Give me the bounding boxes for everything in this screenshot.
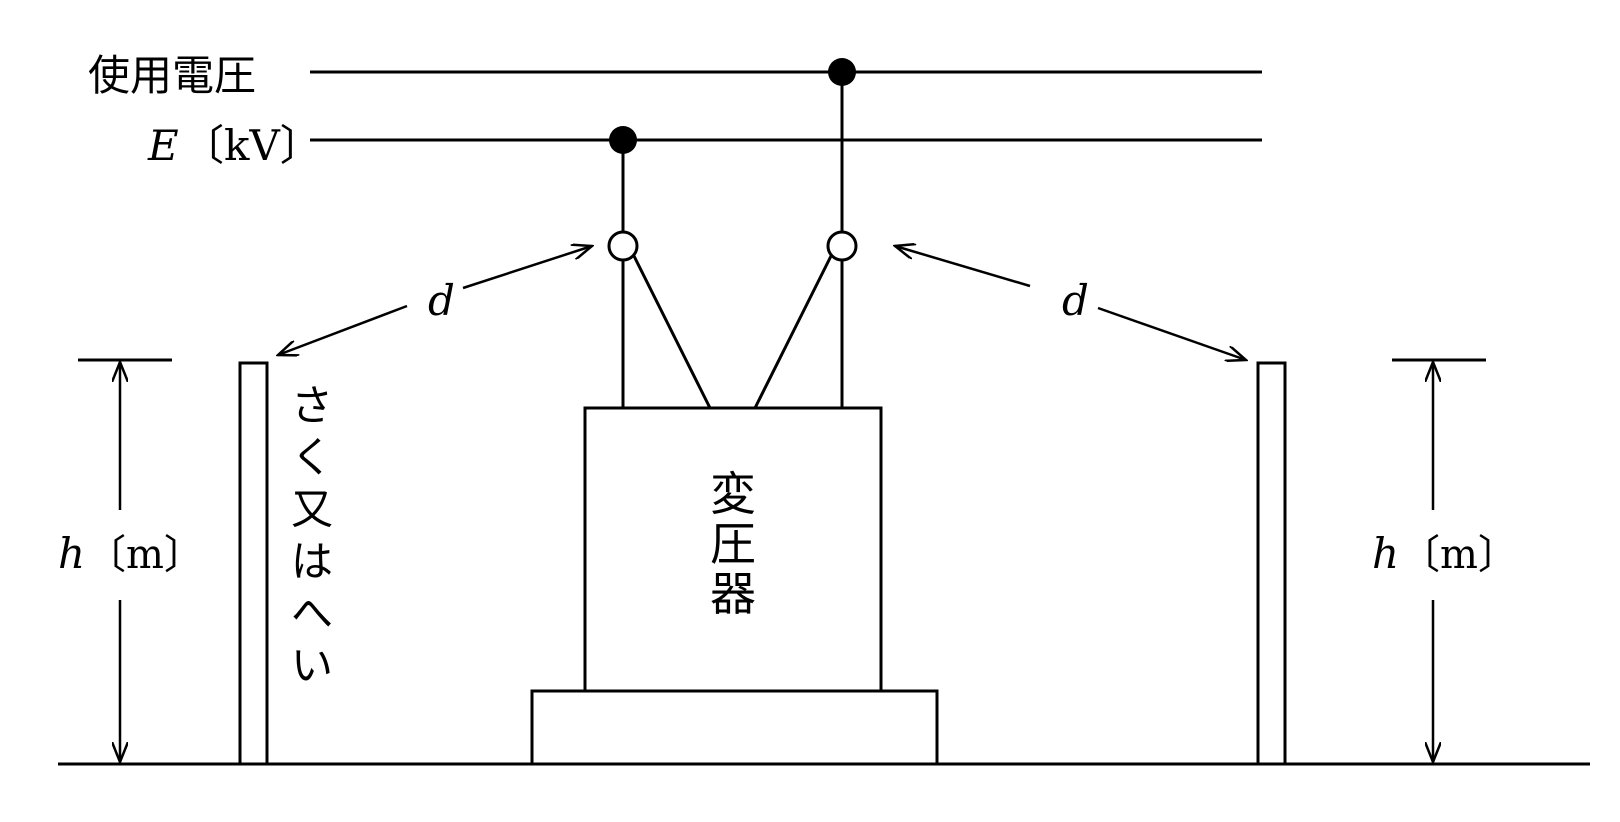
bushing-left-leg-slanted [632,255,712,409]
height-unit-right: 〔m〕 [1400,532,1518,578]
fence-right [1256,361,1287,766]
distance-arrow-right-to-fence [1097,306,1246,360]
distance-arrow-left-to-fence [278,304,408,355]
height-variable-left: h [58,529,85,578]
fence-left [238,361,269,766]
fence-label-char-4: は [291,537,333,586]
height-variable-right: h [1372,529,1399,578]
fence-label-char-2: く [291,433,333,482]
transformer-label-char-2: 圧 [710,517,756,571]
voltage-variable: E [147,121,179,170]
transformer-label-char-3: 器 [710,567,756,621]
bushing-right [826,230,858,262]
transformer-label-char-1: 変 [710,467,756,521]
height-unit-left: 〔m〕 [86,532,204,578]
distance-label-left: d [428,276,455,325]
distance-label-right: d [1062,276,1089,325]
fence-label-char-6: い [291,641,333,690]
fence-label-char-3: 又 [291,485,333,534]
bushing-right-leg-slanted [753,255,833,409]
bushing-left [607,230,639,262]
fence-label-char-1: さ [291,381,333,430]
voltage-unit: 〔kV〕 [182,121,322,170]
voltage-title: 使用電圧 [88,51,256,100]
fence-label-char-5: へ [291,589,333,638]
distance-arrow-right-to-bushing [895,246,1031,288]
transformer-base [530,689,939,766]
distance-arrow-left-to-bushing [462,246,592,290]
